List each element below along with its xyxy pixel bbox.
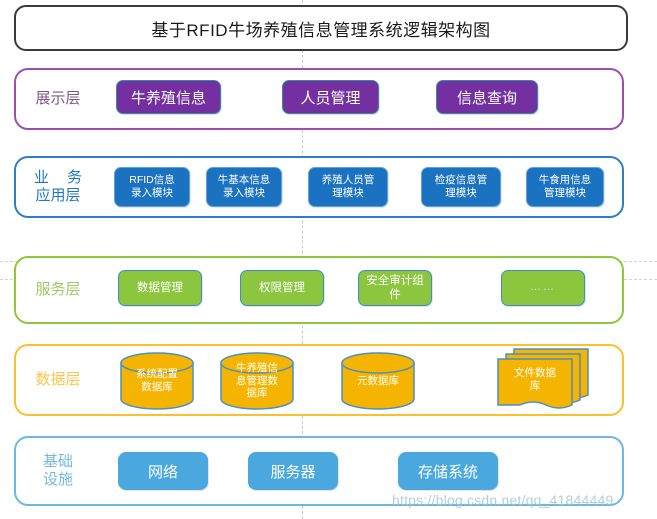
layer-label-service: 服务层 [35, 281, 81, 299]
node-label: 人员管理 [300, 89, 361, 107]
node-label-line1: 牛食用信息 [538, 173, 592, 186]
node-label: 权限管理 [259, 281, 305, 295]
node-label-line1: 文件数据 [514, 367, 556, 380]
node-label-line1: 牛养殖信 [236, 362, 278, 375]
database-cylinder-icon [341, 352, 415, 410]
layer-infrastructure: 基础 设施 网络 服务器 存储系统 [14, 436, 624, 506]
diagram-title-box: 基于RFID牛场养殖信息管理系统逻辑架构图 [14, 5, 628, 51]
diagram-title: 基于RFID牛场养殖信息管理系统逻辑架构图 [151, 20, 491, 40]
node-label-line1: 元数据库 [357, 374, 399, 387]
node-infrastructure-2[interactable]: 存储系统 [398, 452, 498, 490]
layer-body-business-application: RFID信息 录入模块 牛基本信息 录入模块 养殖人员管 理模块 检疫信息管 理… [96, 158, 622, 216]
node-label-line2: 理模块 [332, 187, 364, 199]
layer-data: 数据层 系统配置 数据库 牛养殖信 息管理数 [14, 344, 624, 416]
node-service-1[interactable]: 权限管理 [240, 270, 324, 306]
layer-label-presentation: 展示层 [35, 90, 81, 108]
node-label-line1: 养殖人员管 [321, 173, 375, 186]
node-label: 数据管理 [137, 281, 183, 295]
node-label: 牛基本信息 录入模块 [218, 174, 271, 200]
node-label: 元数据库 [341, 352, 415, 410]
node-service-0[interactable]: 数据管理 [118, 270, 202, 306]
layer-service: 服务层 数据管理 权限管理 安全审计组 件 …… [14, 256, 624, 324]
node-label-line1: 系统配置 [136, 368, 178, 381]
node-label-line1: 安全审计组 [366, 274, 424, 287]
node-label-line1: 检疫信息管 [434, 173, 488, 186]
node-data-2-database-cylinder[interactable]: 元数据库 [341, 352, 415, 410]
node-label: 存储系统 [417, 463, 478, 481]
node-label-line2: 管理模块 [544, 187, 586, 199]
node-label-line2: 录入模块 [223, 187, 265, 199]
node-label-line2: 库 [529, 380, 541, 392]
node-label: 信息查询 [456, 89, 517, 107]
layer-body-data: 系统配置 数据库 牛养殖信 息管理数 据库 [96, 346, 622, 414]
database-cylinder-icon [220, 352, 294, 410]
node-data-3-file-stack[interactable]: 文件数据 库 [497, 348, 589, 410]
node-service-2[interactable]: 安全审计组 件 [358, 270, 432, 306]
node-label: 检疫信息管 理模块 [435, 174, 488, 200]
node-label: …… [530, 281, 556, 294]
node-label-line2: 数据库 [141, 381, 173, 393]
node-label: 网络 [147, 463, 178, 481]
node-presentation-2[interactable]: 信息查询 [436, 80, 538, 114]
layer-label-line1: 业 务 [33, 169, 90, 187]
node-label-line1: 牛基本信息 [217, 173, 271, 186]
layer-body-presentation: 牛养殖信息 人员管理 信息查询 [96, 70, 622, 128]
node-presentation-0[interactable]: 牛养殖信息 [116, 80, 221, 114]
node-business-4[interactable]: 牛食用信息 管理模块 [526, 167, 604, 207]
layer-label-line2: 应用层 [35, 187, 81, 204]
node-service-3[interactable]: …… [501, 270, 585, 306]
node-label: 文件数据 库 [497, 354, 573, 406]
node-label: 牛养殖信 息管理数 据库 [220, 352, 294, 410]
layer-presentation: 展示层 牛养殖信息 人员管理 信息查询 [14, 68, 624, 130]
node-label-line2: 理模块 [445, 187, 477, 199]
layer-label-infrastructure: 基础 设施 [16, 453, 96, 488]
node-label: 安全审计组 件 [366, 274, 424, 303]
node-data-1-database-cylinder[interactable]: 牛养殖信 息管理数 据库 [220, 352, 294, 410]
node-presentation-1[interactable]: 人员管理 [282, 80, 379, 114]
file-stack-icon [497, 348, 589, 409]
node-label: RFID信息 录入模块 [129, 174, 175, 200]
layer-business-application: 业 务 应用层 RFID信息 录入模块 牛基本信息 录入模块 养殖人员管 理模块… [14, 156, 624, 218]
node-label: 养殖人员管 理模块 [322, 174, 375, 200]
node-business-3[interactable]: 检疫信息管 理模块 [421, 167, 501, 207]
node-infrastructure-1[interactable]: 服务器 [248, 452, 338, 490]
node-label-line2: 件 [389, 289, 401, 301]
database-cylinder-icon [120, 352, 194, 410]
node-label-line2: 录入模块 [131, 187, 173, 199]
layer-label-line2: 设施 [42, 471, 73, 488]
node-label: 牛养殖信息 [130, 89, 206, 107]
node-label: 服务器 [270, 463, 316, 481]
node-data-0-database-cylinder[interactable]: 系统配置 数据库 [120, 352, 194, 410]
layer-body-infrastructure: 网络 服务器 存储系统 [96, 438, 622, 504]
layer-label-line1: 基础 [42, 453, 73, 471]
node-business-2[interactable]: 养殖人员管 理模块 [308, 167, 388, 207]
watermark: https://blog.csdn.net/qq_41844449 [392, 492, 614, 508]
node-label: 牛食用信息 管理模块 [539, 174, 592, 200]
node-business-1[interactable]: 牛基本信息 录入模块 [206, 167, 282, 207]
node-infrastructure-0[interactable]: 网络 [118, 452, 208, 490]
node-label-line1: 权限管理 [259, 281, 305, 294]
node-business-0[interactable]: RFID信息 录入模块 [114, 167, 190, 207]
node-label-line1: RFID信息 [129, 173, 175, 186]
layer-body-service: 数据管理 权限管理 安全审计组 件 …… [96, 258, 622, 322]
node-label-line2: 息管理数 [236, 374, 278, 387]
node-label-line3: 据库 [246, 387, 268, 400]
layer-label-data: 数据层 [35, 371, 81, 389]
node-label: 系统配置 数据库 [120, 352, 194, 410]
node-label-line1: 数据管理 [137, 281, 183, 294]
layer-label-business-application: 业 务 应用层 [16, 169, 96, 204]
